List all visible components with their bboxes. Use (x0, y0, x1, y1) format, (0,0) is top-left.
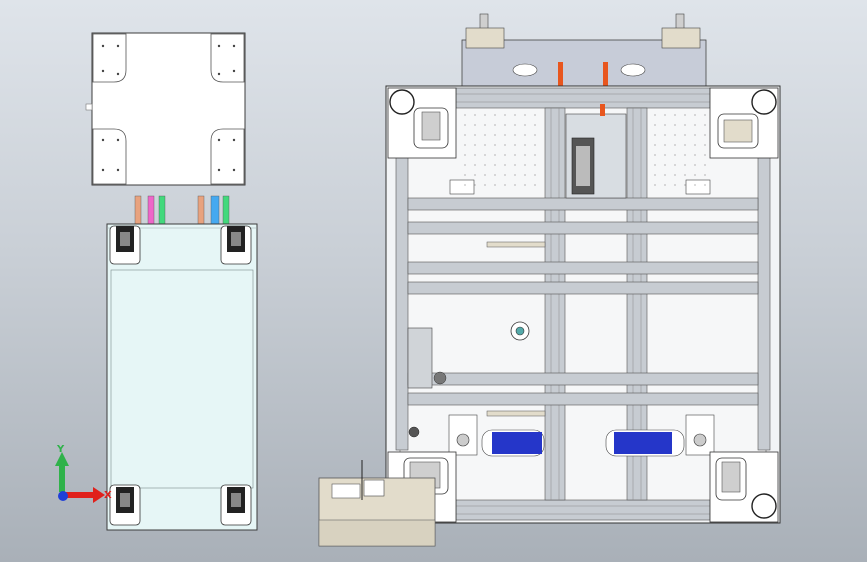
tube (147, 195, 155, 225)
corner-caster (709, 451, 779, 523)
caster-wheel (220, 484, 252, 526)
corner-caster (709, 87, 779, 159)
z-axis-dot (58, 491, 68, 501)
caster-wheel (220, 225, 252, 265)
tube (222, 195, 230, 225)
top-clamp (661, 13, 701, 49)
glass-cart-part[interactable] (106, 223, 258, 531)
y-axis-arrow (55, 452, 69, 492)
top-plate-part[interactable] (85, 32, 246, 186)
coordinate-triad: Y X (55, 444, 112, 503)
corner-bracket (92, 33, 127, 83)
tube (158, 195, 166, 225)
y-axis-label: Y (56, 444, 65, 455)
x-axis-arrow (63, 487, 105, 503)
corner-caster (387, 87, 457, 159)
corner-bracket (210, 128, 245, 185)
corner-bracket (210, 33, 245, 83)
blue-tank (605, 429, 685, 457)
caster-wheel (109, 484, 141, 526)
tube-group (134, 195, 230, 225)
corner-bracket (92, 128, 127, 185)
tube (134, 195, 142, 225)
caster-wheel (109, 225, 141, 265)
frame-assembly-part[interactable] (385, 13, 781, 524)
control-box-part[interactable] (318, 460, 436, 547)
tube (197, 195, 205, 225)
blue-tank (481, 429, 545, 457)
tube (210, 195, 220, 225)
top-clamp (465, 13, 505, 49)
x-axis-label: X (104, 490, 112, 501)
